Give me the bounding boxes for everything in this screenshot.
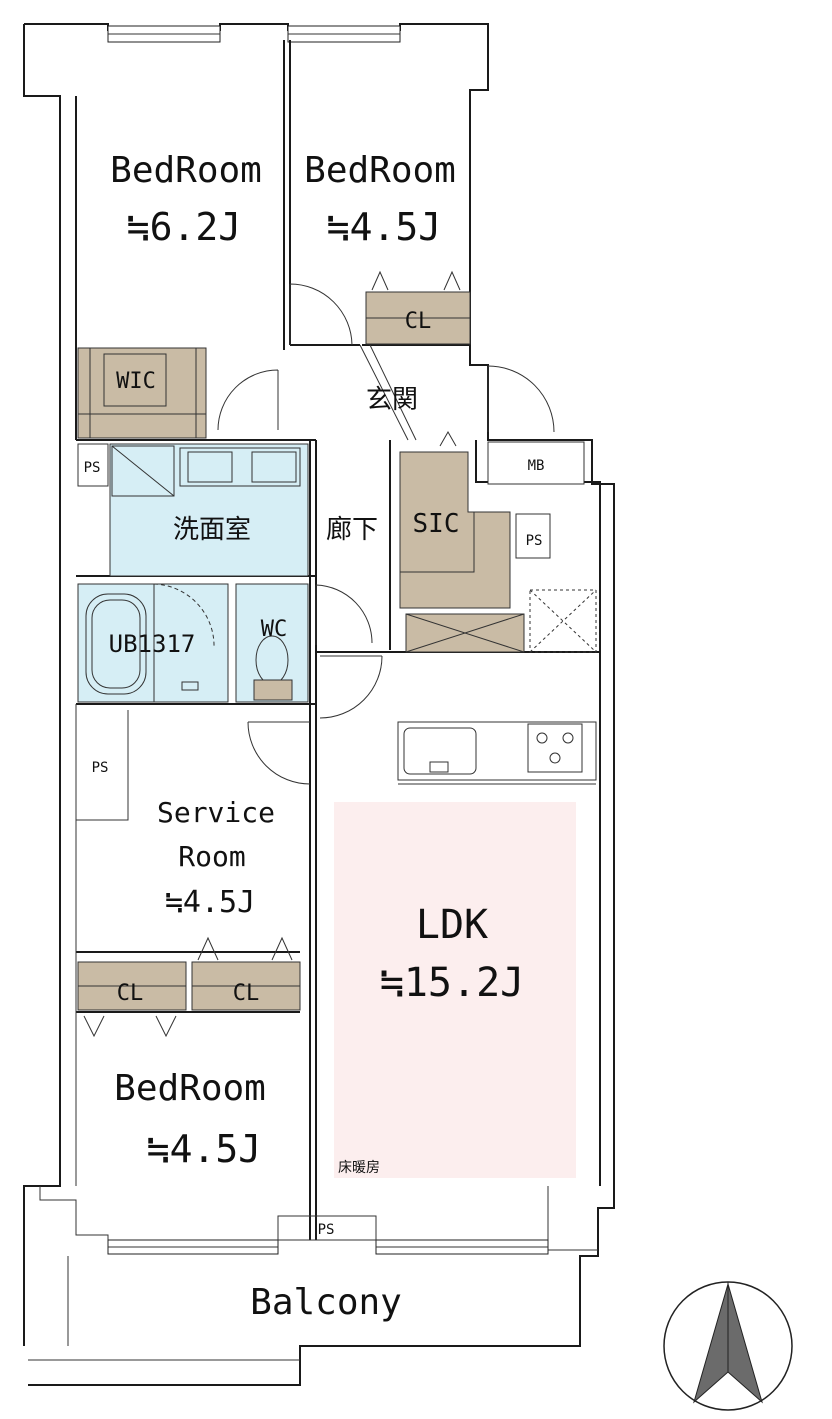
service-room-name-2: Room: [178, 840, 245, 873]
mb-label: MB: [528, 458, 545, 474]
wic-label: WIC: [116, 369, 156, 394]
kitchen-counter: [397, 721, 597, 785]
ps-washroom-label: PS: [84, 460, 101, 476]
compass: [663, 1281, 793, 1411]
balcony-label: Balcony: [250, 1282, 402, 1323]
service-room-size: ≒4.5J: [165, 885, 255, 920]
doors: [217, 283, 555, 785]
sic-label: SIC: [413, 509, 460, 539]
floor-heating-label: 床暖房: [338, 1160, 380, 1176]
ldk-name: LDK: [416, 902, 488, 948]
ldk-floor-heating-area: [334, 802, 576, 1178]
bedroom-nw-name: BedRoom: [110, 150, 262, 191]
pipe-spaces: [77, 443, 551, 1241]
labels: BedRoom ≒6.2J BedRoom ≒4.5J WIC CL 玄関 廊下…: [84, 150, 545, 1323]
ps-service-label: PS: [92, 760, 109, 776]
storage-areas: [77, 270, 597, 1038]
cl-sw-right-label: CL: [233, 981, 260, 1006]
bedroom-n-name: BedRoom: [304, 150, 456, 191]
cl-north-label: CL: [405, 309, 432, 334]
bath-label: UB1317: [109, 630, 196, 658]
sink-icon: [403, 727, 477, 775]
entrance-label: 玄関: [366, 385, 418, 415]
refrigerator-space: [529, 589, 597, 653]
ps-balcony-label: PS: [318, 1222, 335, 1238]
wic-closet: [77, 347, 207, 439]
bedroom-sw-name: BedRoom: [114, 1068, 266, 1109]
bedroom-sw-size: ≒4.5J: [147, 1127, 261, 1171]
ldk-size: ≒15.2J: [380, 960, 525, 1006]
sic-closet: [399, 451, 511, 609]
washbasin-icon: [179, 447, 301, 487]
wet-areas: [77, 443, 309, 703]
cl-sw-left-label: CL: [117, 981, 144, 1006]
windows: [107, 25, 549, 1255]
washroom-area: [109, 443, 309, 577]
stove-icon: [527, 723, 583, 773]
ps-kitchen-label: PS: [526, 533, 543, 549]
mb-meter-box: [487, 441, 585, 485]
bedroom-n-size: ≒4.5J: [327, 205, 441, 249]
bath-unit: [77, 583, 229, 703]
bedroom-nw-size: ≒6.2J: [127, 205, 241, 249]
hallway-label: 廊下: [326, 515, 378, 545]
bathtub-icon: [85, 593, 147, 695]
washroom-label: 洗面室: [173, 515, 251, 545]
toilet-label: WC: [261, 617, 288, 642]
faucet-icon: [181, 681, 199, 691]
service-room-name-1: Service: [157, 796, 275, 829]
